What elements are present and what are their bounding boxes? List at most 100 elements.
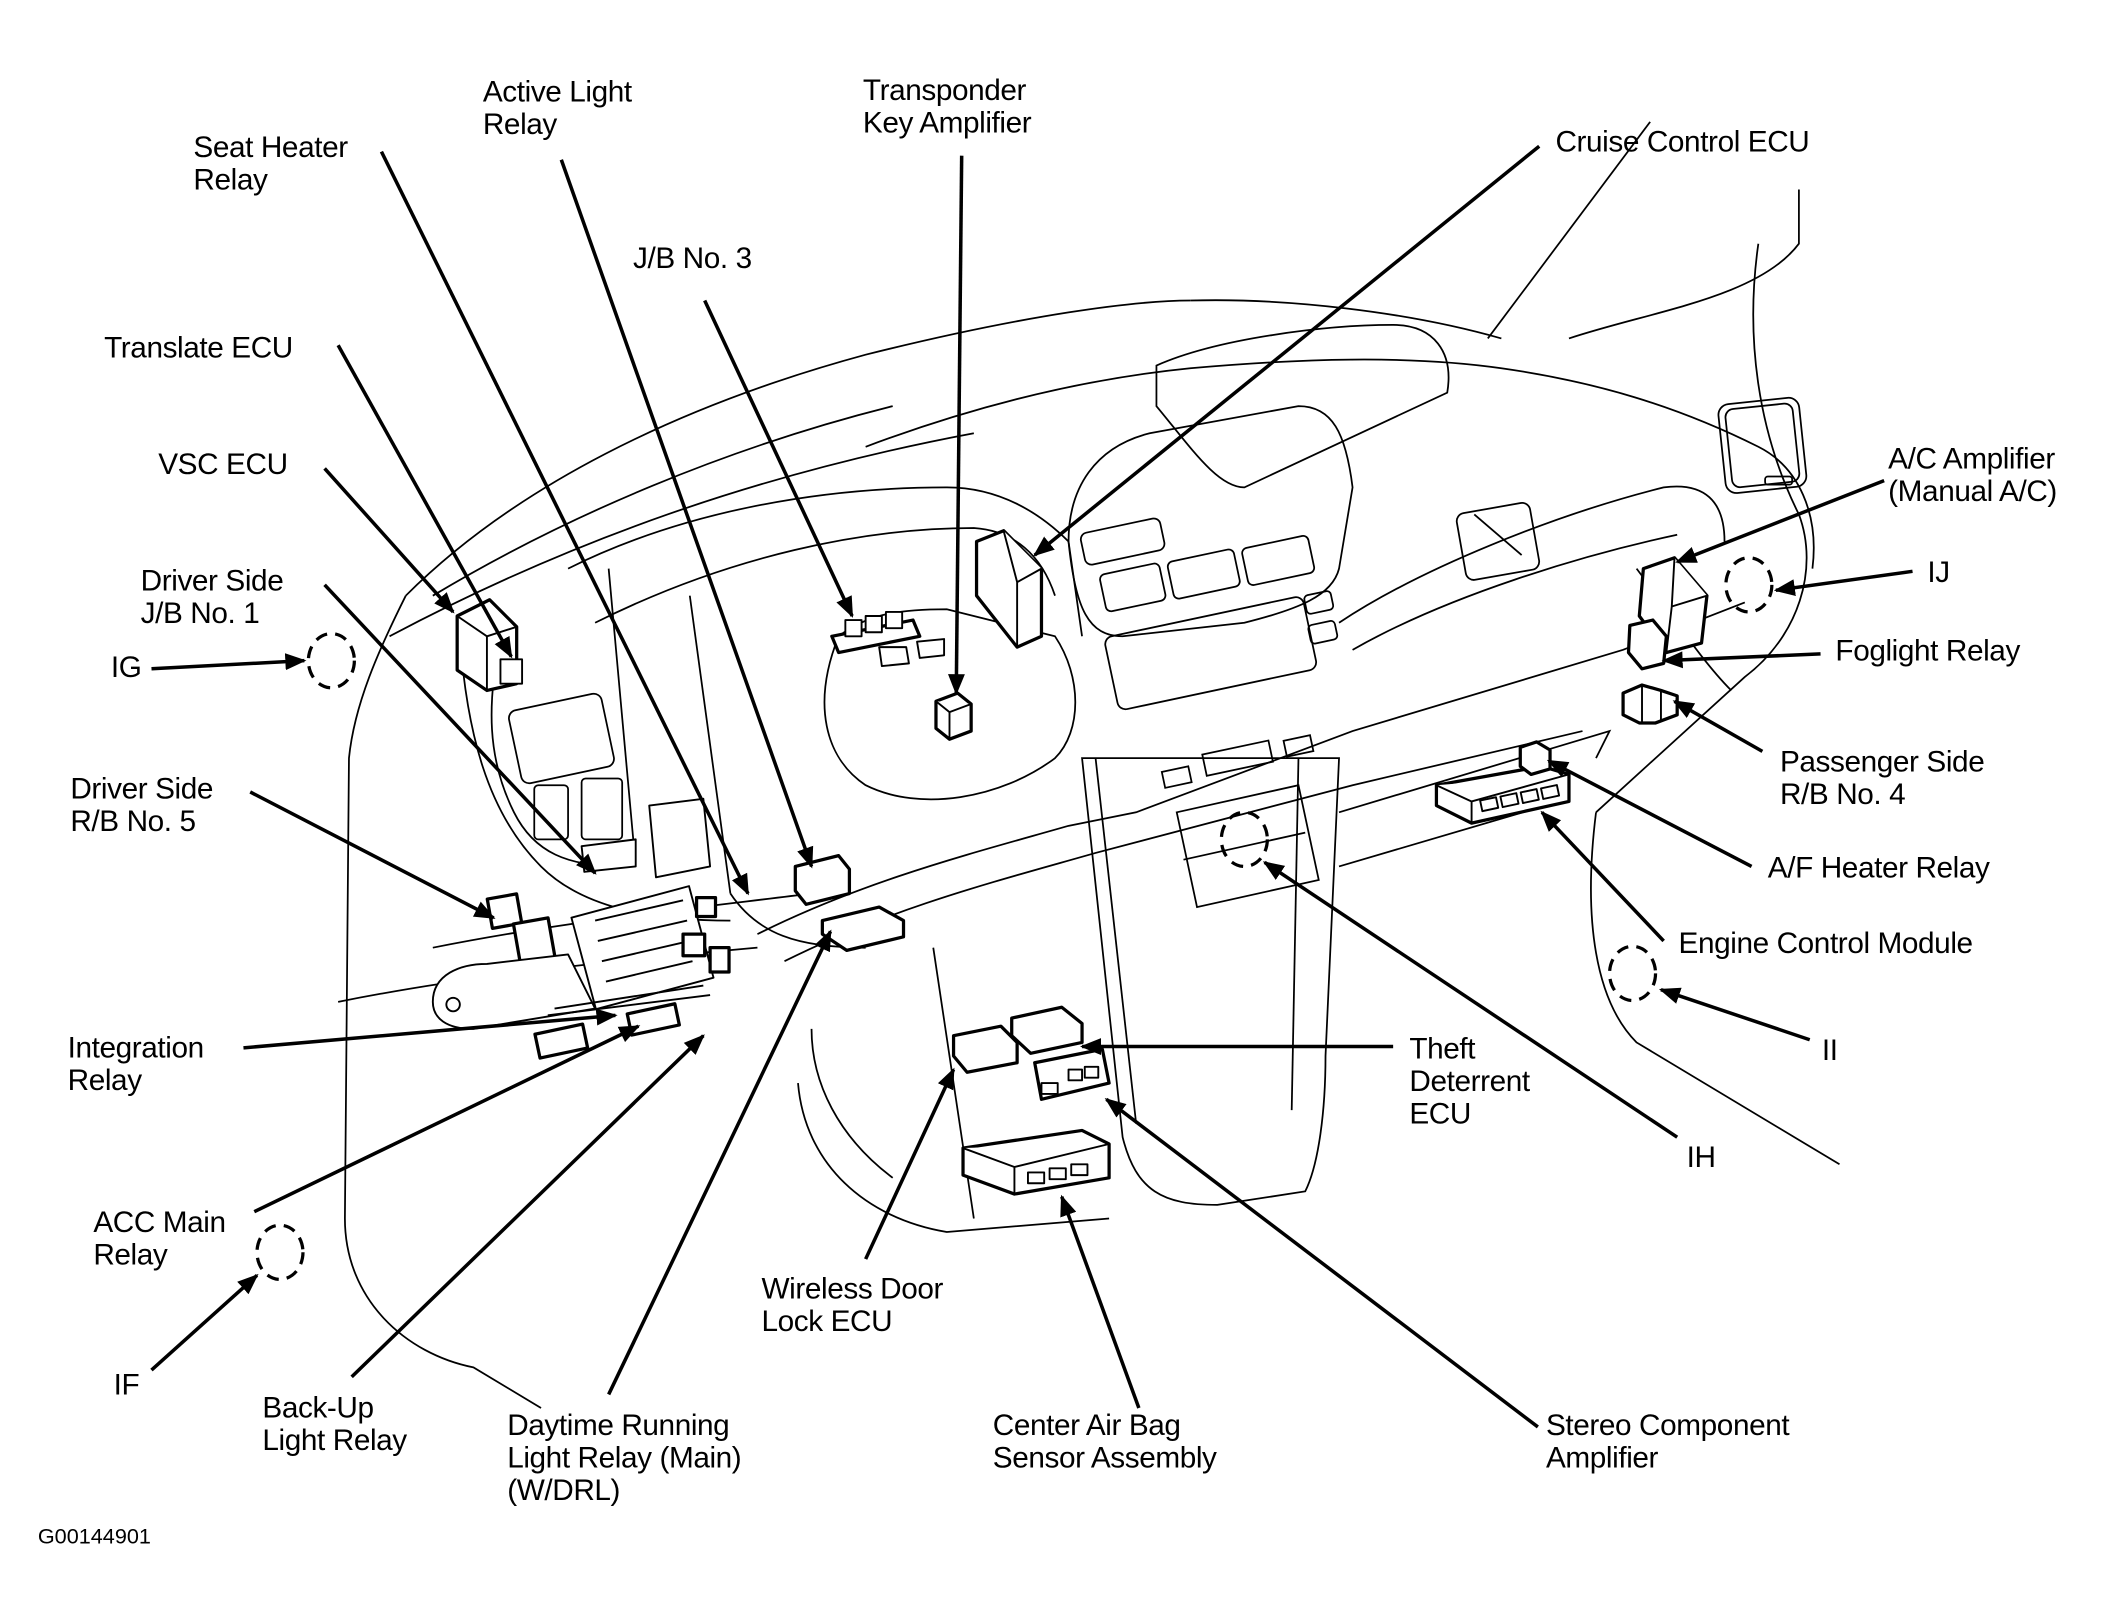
seat-heater-relay-label-line: Relay xyxy=(193,164,268,197)
foglight-relay-part xyxy=(1626,618,1668,671)
driver-side-rb-no-5-label-line: Driver Side xyxy=(70,773,213,806)
active-light-relay-leader-line xyxy=(559,159,814,869)
cruise-control-ecu-part xyxy=(974,529,1044,649)
ih-label-line: IH xyxy=(1687,1141,1716,1174)
vsc-ecu-label-line: VSC ECU xyxy=(158,448,287,481)
wireless-door-lock-ecu-label-line: Lock ECU xyxy=(761,1305,892,1338)
active-light-relay-label-line: Active Light xyxy=(483,76,633,109)
translate-ecu-label-line: Translate ECU xyxy=(104,331,293,364)
ig-label-line: IG xyxy=(111,651,142,684)
ac-amplifier-leader-line xyxy=(1675,478,1885,564)
translate-ecu-leader-line xyxy=(336,344,513,659)
cruise-control-ecu-label-line: Cruise Control ECU xyxy=(1555,126,1809,159)
passenger-side-rb-no-4-label-line: R/B No. 4 xyxy=(1780,778,1905,811)
center-air-bag-sensor-label-line: Sensor Assembly xyxy=(993,1442,1217,1475)
daytime-running-light-relay-label-line: Light Relay (Main) xyxy=(507,1442,741,1475)
af-heater-relay-part xyxy=(1518,740,1552,777)
jb-no-3-part xyxy=(830,610,946,668)
dashboard-outline xyxy=(337,121,1840,1409)
ih-leader-line xyxy=(1262,860,1679,1139)
af-heater-relay-label: A/F Heater Relay xyxy=(1768,851,1990,884)
driver-side-jb-no-1-label-line: J/B No. 1 xyxy=(141,597,260,630)
connector-ih-circle xyxy=(1219,810,1269,869)
driver-side-rb-no-5-label-line: R/B No. 5 xyxy=(70,805,195,838)
foglight-relay-leader-line xyxy=(1661,651,1821,669)
vsc-ecu-leader-line xyxy=(323,467,455,614)
lower-center-ecus-part xyxy=(951,1005,1111,1196)
center-air-bag-sensor-label-line: Center Air Bag xyxy=(993,1409,1181,1442)
ih-label: IH xyxy=(1687,1141,1716,1174)
ii-leader-line xyxy=(1658,987,1811,1042)
passenger-side-rb-no-4-part xyxy=(1621,683,1679,725)
active-light-relay-part xyxy=(793,853,906,953)
acc-main-relay-label-line: ACC Main xyxy=(93,1206,225,1239)
driver-side-rb-no-5-leader-line xyxy=(249,790,496,920)
af-heater-relay-label-line: A/F Heater Relay xyxy=(1768,851,1990,884)
back-up-light-relay-label-line: Back-Up xyxy=(262,1391,373,1424)
jb-no-3-leader-line xyxy=(703,299,854,618)
back-up-light-relay-leader-line xyxy=(350,1034,705,1379)
theft-deterrent-ecu-label-line: ECU xyxy=(1409,1098,1471,1131)
acc-main-relay-leader-line xyxy=(253,1024,641,1214)
engine-control-module-leader-line xyxy=(1540,810,1665,943)
transponder-key-amplifier-label-line: Transponder xyxy=(863,74,1027,107)
daytime-running-light-relay-leader-line xyxy=(607,929,833,1396)
wireless-door-lock-ecu-leader-line xyxy=(864,1067,956,1260)
connector-ig-circle xyxy=(306,631,356,690)
center-air-bag-sensor-leader-line xyxy=(1060,1194,1141,1409)
transponder-key-amplifier-label-line: Key Amplifier xyxy=(863,107,1032,140)
if-label: IF xyxy=(114,1368,140,1401)
driver-side-jb-no-1-label-line: Driver Side xyxy=(141,564,284,597)
vsc-ecu-label: VSC ECU xyxy=(158,448,287,481)
transponder-key-amplifier-part xyxy=(934,691,973,741)
passenger-side-rb-no-4-label-line: Passenger Side xyxy=(1780,746,1984,779)
translate-ecu-part xyxy=(499,658,524,685)
if-leader-line xyxy=(150,1273,259,1372)
driver-side-jb-no-1-leader-line xyxy=(323,583,597,875)
theft-deterrent-ecu-label-line: Theft xyxy=(1409,1033,1476,1066)
ii-label: II xyxy=(1822,1034,1838,1067)
ig-leader-line xyxy=(151,653,307,671)
passenger-side-rb-no-4-leader-line xyxy=(1672,699,1764,753)
cruise-control-ecu-label: Cruise Control ECU xyxy=(1555,126,1809,159)
active-light-relay-label-line: Relay xyxy=(483,108,558,141)
wireless-door-lock-ecu-label-line: Wireless Door xyxy=(761,1272,943,1305)
transponder-key-amplifier-leader-line xyxy=(948,155,965,696)
jb-no-3-label: J/B No. 3 xyxy=(633,242,752,275)
ij-label-line: IJ xyxy=(1927,556,1949,589)
jb-no-3-label-line: J/B No. 3 xyxy=(633,242,752,275)
integration-relay-leader-line xyxy=(243,1008,618,1050)
engine-control-module-label-line: Engine Control Module xyxy=(1679,927,1973,960)
figure-id: G00144901 xyxy=(38,1523,151,1548)
leader-lines xyxy=(150,144,1913,1429)
engine-control-module-label: Engine Control Module xyxy=(1679,927,1973,960)
ac-amplifier-label: A/C Amplifier(Manual A/C) xyxy=(1888,442,2057,508)
ij-label: IJ xyxy=(1927,556,1949,589)
seat-heater-relay-label-line: Seat Heater xyxy=(193,131,348,164)
connector-ii-circle xyxy=(1607,944,1658,1003)
daytime-running-light-relay-label-line: Daytime Running xyxy=(507,1409,729,1442)
stereo-component-amplifier-label-line: Stereo Component xyxy=(1546,1409,1790,1442)
acc-main-relay-label-line: Relay xyxy=(93,1238,168,1271)
translate-ecu-label: Translate ECU xyxy=(104,331,293,364)
cruise-control-ecu-leader-line xyxy=(1033,144,1541,557)
connector-if-circle xyxy=(255,1223,305,1281)
integration-relay-label-line: Integration xyxy=(68,1031,204,1064)
ig-label: IG xyxy=(111,651,142,684)
foglight-relay-label: Foglight Relay xyxy=(1835,635,2020,668)
stereo-component-amplifier-label-line: Amplifier xyxy=(1546,1442,1659,1475)
if-label-line: IF xyxy=(114,1368,140,1401)
